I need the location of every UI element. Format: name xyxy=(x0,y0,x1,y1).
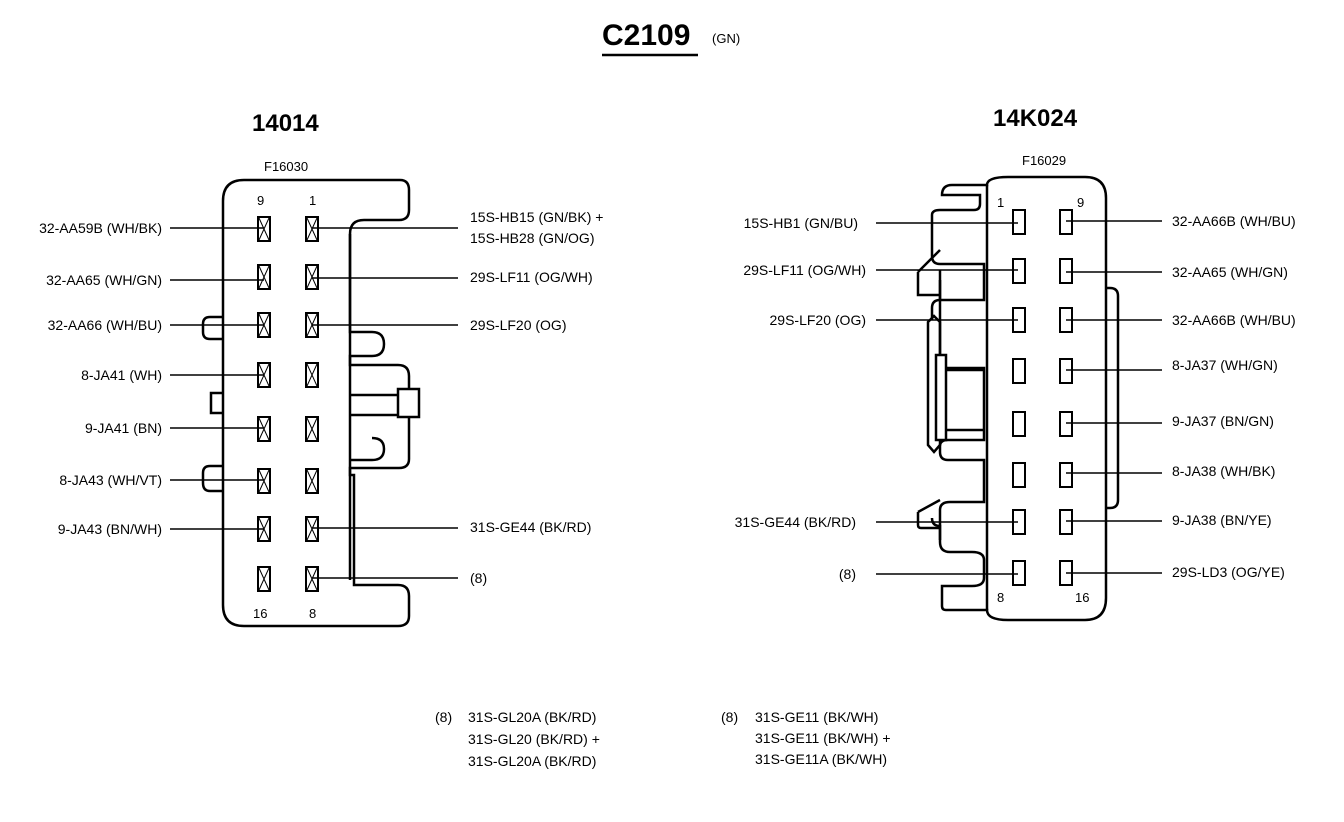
left-pin-cavity xyxy=(257,566,271,592)
right-left-label-3: 29S-LF20 (OG) xyxy=(770,312,866,328)
left-connector-part: F16030 xyxy=(264,159,308,174)
right-right-label-2: 32-AA65 (WH/GN) xyxy=(1172,264,1288,280)
left-right-label-4: 31S-GE44 (BK/RD) xyxy=(470,519,591,535)
left-connector-left-wires xyxy=(170,227,264,530)
left-pin-cavity xyxy=(257,216,271,242)
right-right-label-1: 32-AA66B (WH/BU) xyxy=(1172,213,1296,229)
left-right-label-5: (8) xyxy=(470,570,487,586)
footnote-left-line-2: 31S-GL20 (BK/RD) + xyxy=(468,731,600,747)
left-wire-label-1: 32-AA59B (WH/BK) xyxy=(39,220,162,236)
footnote-left-line-1: 31S-GL20A (BK/RD) xyxy=(468,709,596,725)
footnote-right-line-1: 31S-GE11 (BK/WH) xyxy=(755,709,878,725)
right-pin-8-label: 8 xyxy=(997,590,1004,605)
right-connector-right-wires xyxy=(1066,220,1162,574)
left-pin-cavity xyxy=(305,362,319,388)
left-pin-cavity xyxy=(257,416,271,442)
left-pin-cavity xyxy=(305,566,319,592)
right-right-label-6: 8-JA38 (WH/BK) xyxy=(1172,463,1275,479)
right-connector-left-wires xyxy=(876,222,1018,575)
right-pin-16-label: 16 xyxy=(1075,590,1089,605)
footnote-right-line-2: 31S-GE11 (BK/WH) + xyxy=(755,730,891,746)
right-right-label-4: 8-JA37 (WH/GN) xyxy=(1172,357,1278,373)
left-pin-8-label: 8 xyxy=(309,606,316,621)
right-pin-cavity xyxy=(1012,258,1026,284)
footnote-right-marker: (8) xyxy=(721,709,738,725)
footnote-left-marker: (8) xyxy=(435,709,452,725)
right-pin-cavity xyxy=(1012,560,1026,586)
right-right-label-5: 9-JA37 (BN/GN) xyxy=(1172,413,1274,429)
left-wire-label-4: 8-JA41 (WH) xyxy=(81,367,162,383)
left-wire-label-2: 32-AA65 (WH/GN) xyxy=(46,272,162,288)
right-connector-housing xyxy=(916,175,1120,622)
right-right-label-3: 32-AA66B (WH/BU) xyxy=(1172,312,1296,328)
right-pin-cavity xyxy=(1012,209,1026,235)
right-pin-1-label: 1 xyxy=(997,195,1004,210)
right-connector-name: 14K024 xyxy=(993,105,1078,132)
right-pin-cavity xyxy=(1059,462,1073,488)
right-pin-cavity xyxy=(1059,209,1073,235)
right-left-label-5: (8) xyxy=(839,566,856,582)
right-pin-cavity xyxy=(1012,358,1026,384)
left-wire-label-7: 9-JA43 (BN/WH) xyxy=(58,521,162,537)
left-connector-name: 14014 xyxy=(252,110,319,137)
right-left-label-4: 31S-GE44 (BK/RD) xyxy=(735,514,856,530)
right-connector-part: F16029 xyxy=(1022,153,1066,168)
left-pin-cavity xyxy=(305,468,319,494)
left-pin-cavity xyxy=(305,216,319,242)
right-pin-9-label: 9 xyxy=(1077,195,1084,210)
footnote-right: (8) 31S-GE11 (BK/WH) 31S-GE11 (BK/WH) + … xyxy=(721,709,891,767)
title-color-code: (GN) xyxy=(712,31,740,46)
left-latch xyxy=(396,387,421,419)
left-pin-cavity xyxy=(257,264,271,290)
right-pin-cavity xyxy=(1059,509,1073,535)
left-right-label-1a: 15S-HB15 (GN/BK) + xyxy=(470,209,603,225)
right-latch xyxy=(934,353,948,442)
diagram-title: C2109 xyxy=(602,19,690,52)
left-wire-label-6: 8-JA43 (WH/VT) xyxy=(59,472,162,488)
left-connector-pins xyxy=(257,216,319,592)
left-connector-housing xyxy=(201,178,421,628)
left-connector-right-wires xyxy=(312,227,458,579)
right-right-label-8: 29S-LD3 (OG/YE) xyxy=(1172,564,1285,580)
footnote-right-line-3: 31S-GE11A (BK/WH) xyxy=(755,751,887,767)
left-wire-label-3: 32-AA66 (WH/BU) xyxy=(48,317,162,333)
footnote-left: (8) 31S-GL20A (BK/RD) 31S-GL20 (BK/RD) +… xyxy=(435,709,600,769)
right-left-label-2: 29S-LF11 (OG/WH) xyxy=(743,262,866,278)
left-right-label-3: 29S-LF20 (OG) xyxy=(470,317,566,333)
right-pin-cavity xyxy=(1059,411,1073,437)
left-right-label-2: 29S-LF11 (OG/WH) xyxy=(470,269,593,285)
right-connector-pins xyxy=(1012,209,1073,586)
left-wire-label-5: 9-JA41 (BN) xyxy=(85,420,162,436)
left-right-label-1b: 15S-HB28 (GN/OG) xyxy=(470,230,594,246)
right-pin-cavity xyxy=(1012,411,1026,437)
right-pin-cavity xyxy=(1059,358,1073,384)
left-pin-cavity xyxy=(305,416,319,442)
left-pin-16-label: 16 xyxy=(253,606,267,621)
right-left-label-1: 15S-HB1 (GN/BU) xyxy=(744,215,858,231)
left-pin-1-label: 1 xyxy=(309,193,316,208)
left-pin-cavity xyxy=(305,516,319,542)
left-pin-9-label: 9 xyxy=(257,193,264,208)
right-pin-cavity xyxy=(1059,258,1073,284)
left-pin-cavity xyxy=(305,264,319,290)
footnote-left-line-3: 31S-GL20A (BK/RD) xyxy=(468,753,596,769)
right-right-label-7: 9-JA38 (BN/YE) xyxy=(1172,512,1272,528)
left-pin-cavity xyxy=(257,468,271,494)
right-pin-cavity xyxy=(1012,462,1026,488)
